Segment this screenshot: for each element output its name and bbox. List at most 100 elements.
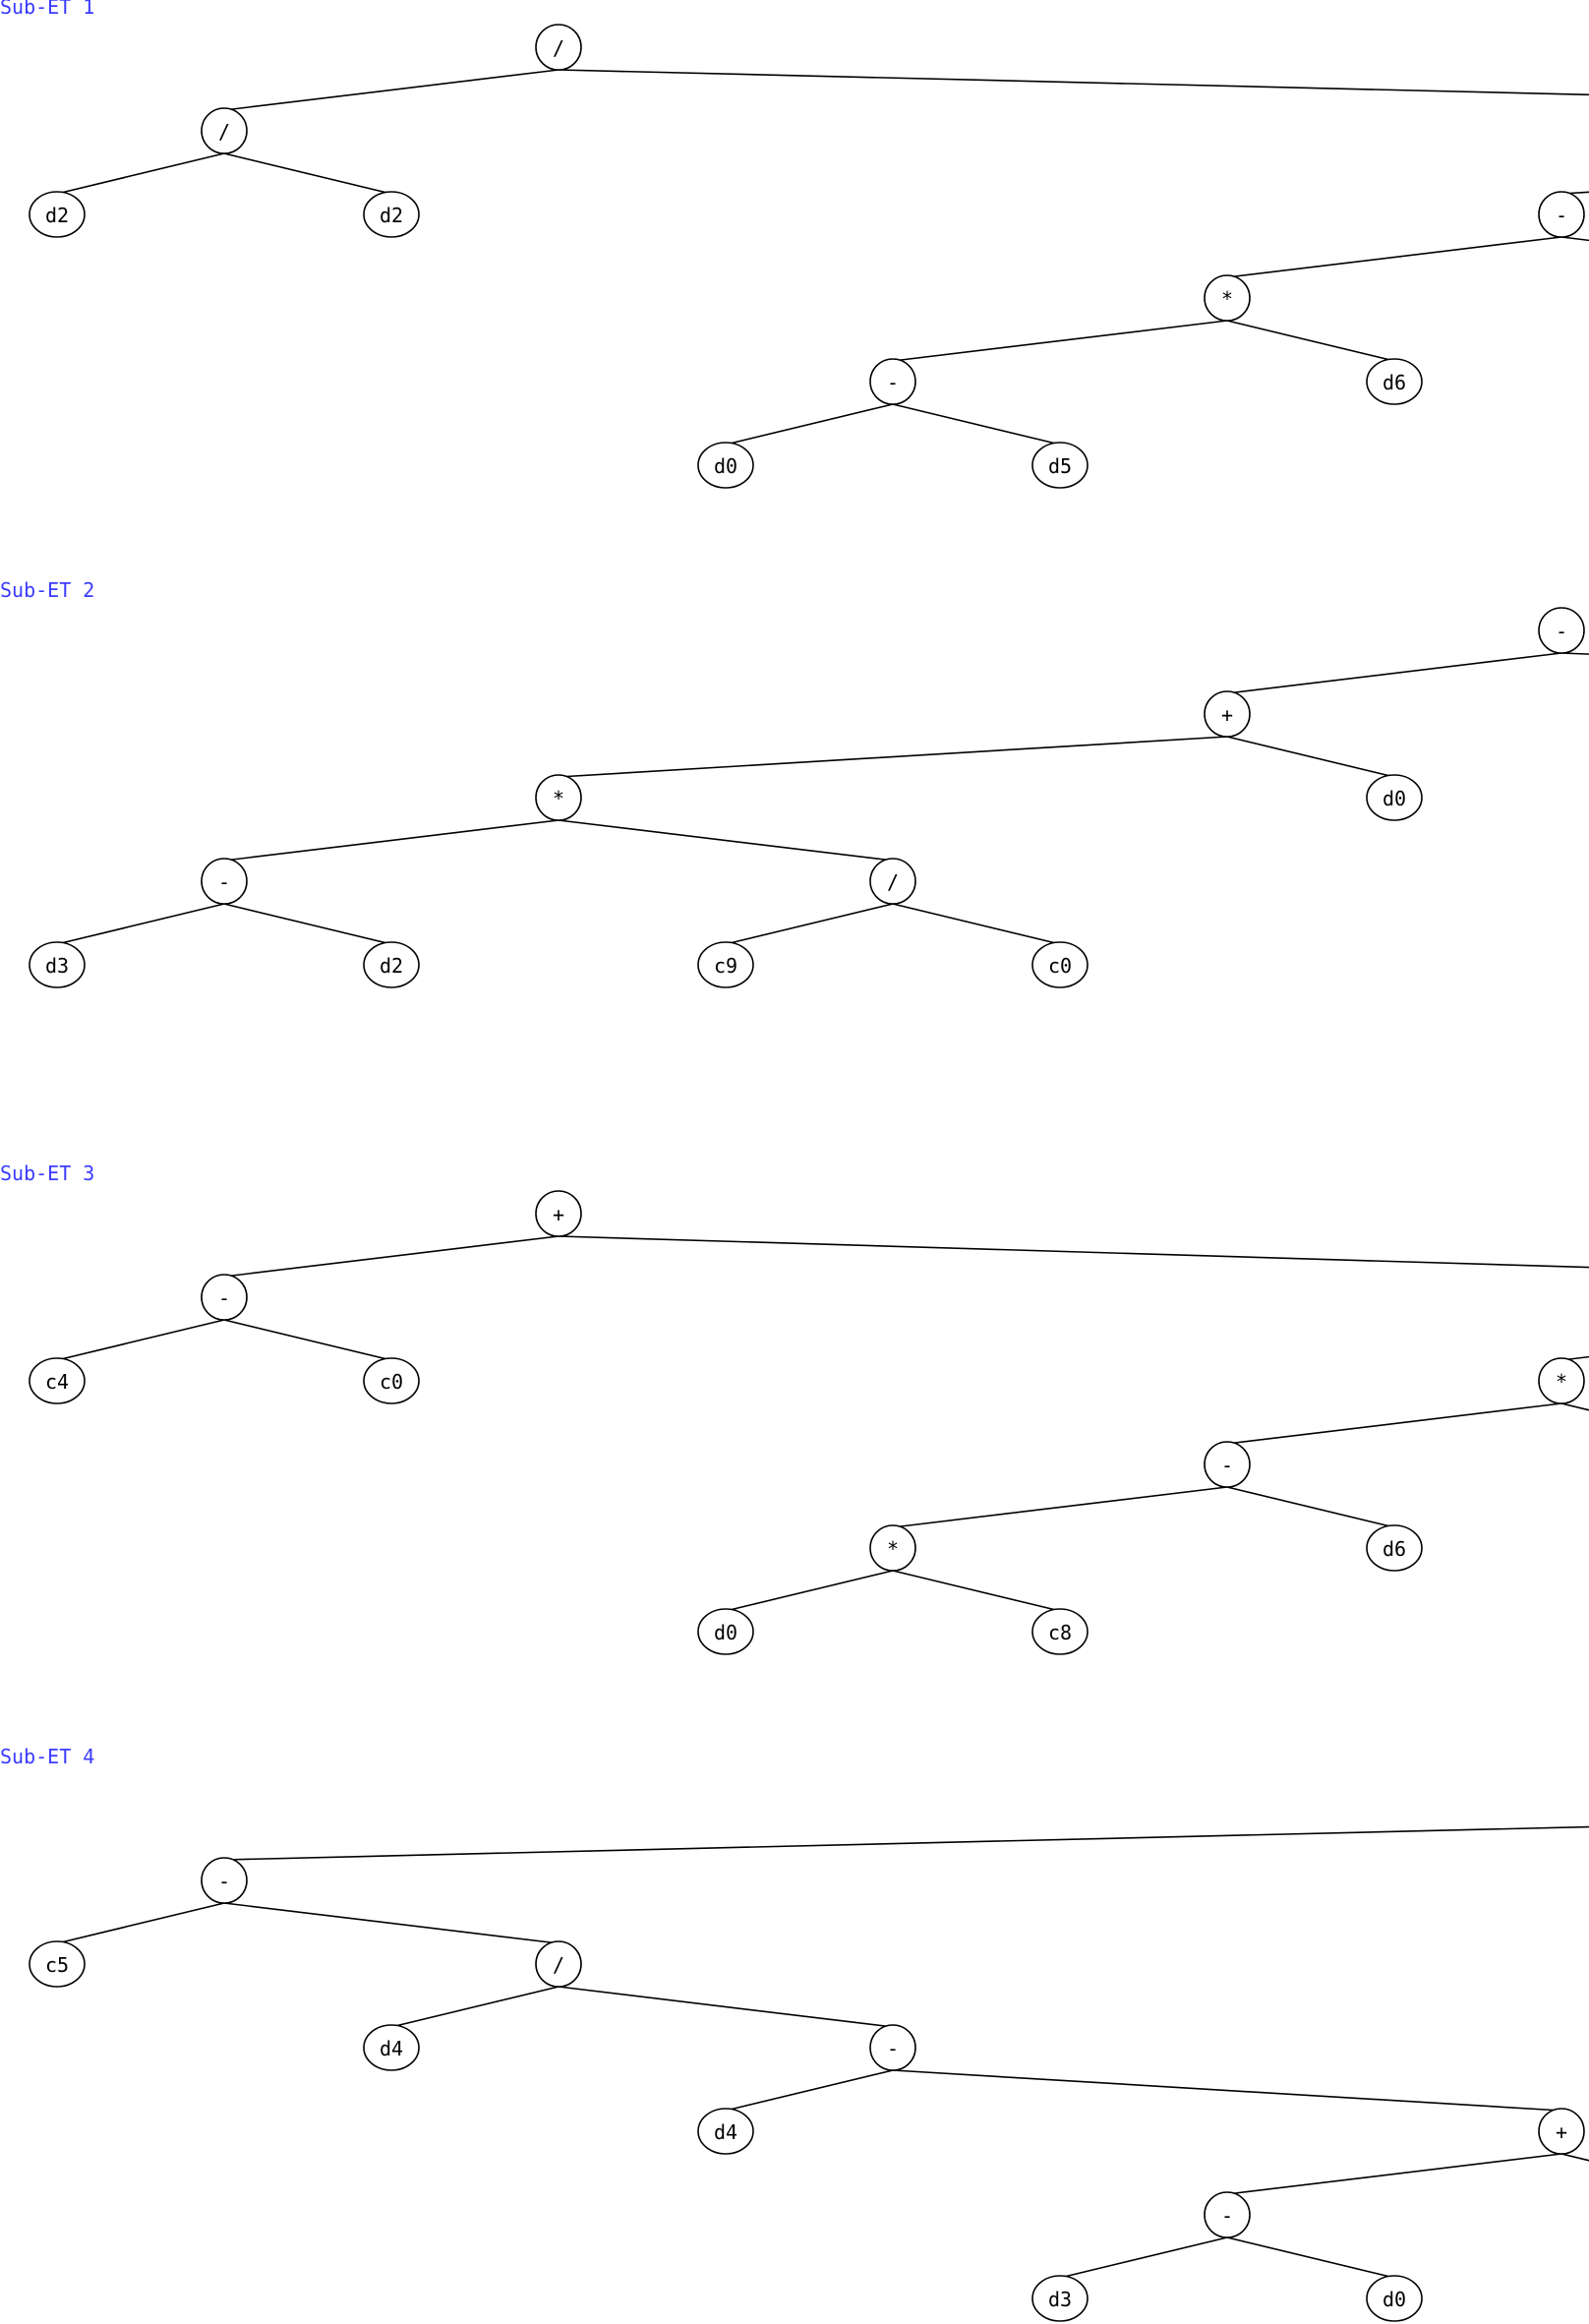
tree-edge bbox=[390, 1986, 559, 2028]
operator-node: - bbox=[201, 1274, 248, 1321]
node-label: d3 bbox=[1048, 2288, 1072, 2311]
node-ellipse bbox=[363, 2024, 420, 2071]
node-circle bbox=[1204, 2191, 1251, 2238]
operand-node: d0 bbox=[1366, 2275, 1423, 2322]
node-label: * bbox=[553, 787, 564, 810]
tree-edge bbox=[1226, 1486, 1395, 1528]
node-circle bbox=[1538, 607, 1585, 654]
node-label: d2 bbox=[45, 204, 69, 227]
operand-node: c5 bbox=[29, 1940, 86, 1988]
tree-edge bbox=[558, 1235, 1589, 1269]
node-ellipse bbox=[363, 191, 420, 238]
node-circle bbox=[201, 858, 248, 905]
operator-node: / bbox=[201, 107, 248, 154]
tree-edge bbox=[725, 2069, 894, 2112]
operand-node: c8 bbox=[1031, 1608, 1089, 1655]
node-label: d0 bbox=[1383, 787, 1406, 810]
operator-node: - bbox=[869, 2024, 916, 2071]
tree-edge bbox=[56, 152, 225, 195]
node-label: * bbox=[1556, 1370, 1567, 1394]
tree-edge bbox=[223, 1825, 1589, 1861]
node-circle bbox=[201, 1274, 248, 1321]
tree-1: Sub-ET 1d2/d2/d0-d5*d6-d6*d5-c7 bbox=[0, 0, 1589, 489]
tree-title: Sub-ET 2 bbox=[0, 578, 94, 602]
tree-edge bbox=[892, 903, 1061, 945]
node-ellipse bbox=[1031, 2275, 1089, 2322]
tree-edge bbox=[1560, 1355, 1589, 1361]
tree-edge bbox=[892, 1570, 1061, 1612]
node-circle bbox=[1204, 274, 1251, 322]
node-label: / bbox=[218, 120, 230, 144]
tree-edge bbox=[56, 1902, 225, 1944]
operand-node: d4 bbox=[363, 2024, 420, 2071]
tree-edge bbox=[223, 903, 392, 945]
operator-node: - bbox=[1538, 607, 1585, 654]
node-label: - bbox=[887, 371, 899, 394]
operator-node: / bbox=[535, 1940, 582, 1988]
node-label: d6 bbox=[1383, 1537, 1406, 1561]
node-circle bbox=[201, 1857, 248, 1904]
tree-edges bbox=[56, 1235, 1589, 1612]
node-label: - bbox=[1556, 620, 1567, 643]
operator-node: - bbox=[1538, 191, 1585, 238]
tree-edge bbox=[1226, 652, 1562, 694]
tree-edge bbox=[1560, 2153, 1589, 2162]
node-ellipse bbox=[697, 941, 754, 988]
tree-edge bbox=[558, 1986, 894, 2028]
operator-node: * bbox=[1204, 274, 1251, 322]
node-label: d6 bbox=[1383, 371, 1406, 394]
operand-node: d2 bbox=[29, 191, 86, 238]
operator-node: - bbox=[201, 858, 248, 905]
node-circle bbox=[535, 24, 582, 71]
node-label: + bbox=[1221, 703, 1233, 727]
tree-edge bbox=[892, 1486, 1228, 1528]
node-label: c0 bbox=[1048, 954, 1072, 978]
tree-edge bbox=[1226, 2236, 1395, 2279]
tree-edge bbox=[223, 152, 392, 195]
node-label: d0 bbox=[714, 1621, 737, 1644]
operand-node: d0 bbox=[697, 442, 754, 489]
node-label: d3 bbox=[45, 954, 69, 978]
node-label: - bbox=[218, 1286, 230, 1310]
operator-node: + bbox=[1204, 690, 1251, 738]
operand-node: d3 bbox=[1031, 2275, 1089, 2322]
tree-edge bbox=[1560, 1402, 1589, 1411]
tree-edge bbox=[1226, 1402, 1562, 1445]
operand-node: d5 bbox=[1031, 442, 1089, 489]
node-ellipse bbox=[29, 1940, 86, 1988]
operator-node: - bbox=[1204, 1441, 1251, 1488]
operator-node: / bbox=[869, 858, 916, 905]
tree-edge bbox=[1226, 236, 1562, 278]
node-label: / bbox=[553, 36, 564, 60]
node-circle bbox=[535, 1190, 582, 1237]
node-circle bbox=[535, 1940, 582, 1988]
tree-edge bbox=[223, 1902, 559, 1944]
node-circle bbox=[1204, 1441, 1251, 1488]
tree-edge bbox=[558, 736, 1228, 778]
tree-edge bbox=[56, 903, 225, 945]
tree-edge bbox=[892, 403, 1061, 446]
node-label: d4 bbox=[380, 2037, 403, 2060]
operand-node: c9 bbox=[697, 941, 754, 988]
node-label: + bbox=[553, 1203, 564, 1226]
tree-2: Sub-ET 2d3-d2*c9/c0+d0-d2+d2+d2/d0-c6 bbox=[0, 578, 1589, 988]
node-circle bbox=[535, 774, 582, 821]
node-ellipse bbox=[1031, 941, 1089, 988]
operator-node: * bbox=[869, 1524, 916, 1572]
tree-title: Sub-ET 3 bbox=[0, 1162, 94, 1185]
tree-edge bbox=[1226, 320, 1395, 362]
node-label: - bbox=[218, 1870, 230, 1893]
node-label: c5 bbox=[45, 1953, 69, 1977]
node-circle bbox=[1538, 191, 1585, 238]
operator-node: - bbox=[1204, 2191, 1251, 2238]
node-label: c0 bbox=[380, 1370, 403, 1394]
node-label: c8 bbox=[1048, 1621, 1072, 1644]
node-ellipse bbox=[1366, 2275, 1423, 2322]
operator-node: - bbox=[201, 1857, 248, 1904]
node-label: c9 bbox=[714, 954, 737, 978]
tree-edge bbox=[892, 2069, 1562, 2112]
operand-node: d6 bbox=[1366, 358, 1423, 405]
node-label: d2 bbox=[380, 954, 403, 978]
tree-edge bbox=[558, 819, 894, 862]
operand-node: c0 bbox=[1031, 941, 1089, 988]
